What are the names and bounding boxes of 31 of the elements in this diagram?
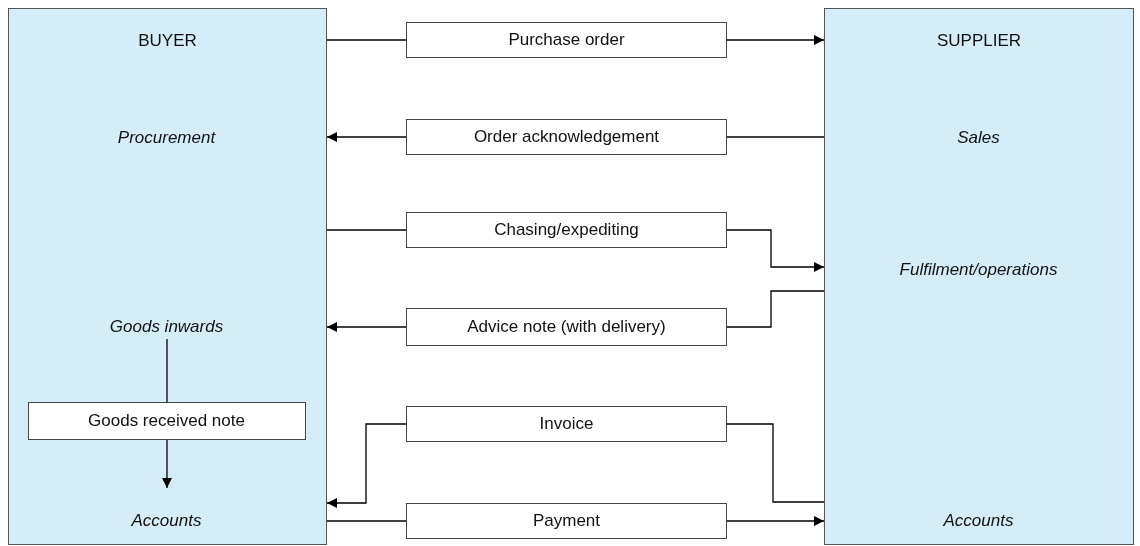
arrow	[726, 229, 825, 272]
panel-heading: SUPPLIER	[935, 31, 1023, 51]
department-label: Sales	[928, 125, 1029, 150]
arrow	[326, 423, 407, 508]
panel-heading: BUYER	[137, 31, 198, 51]
department-label: Goods inwards	[86, 314, 247, 339]
connector-line	[326, 39, 407, 41]
party-panel	[824, 8, 1134, 545]
arrow	[726, 35, 825, 45]
document-box: Goods received note	[27, 401, 306, 440]
document-box: Chasing/expediting	[406, 212, 727, 248]
arrow	[326, 322, 407, 332]
document-box: Purchase order	[406, 22, 727, 58]
connector-line	[166, 338, 168, 403]
department-label: Procurement	[91, 125, 242, 150]
document-box: Payment	[406, 503, 727, 539]
connector-line	[726, 423, 825, 503]
party-panel	[8, 8, 327, 545]
document-box: Order acknowledgement	[406, 119, 727, 155]
arrow	[726, 516, 825, 526]
connector-line	[726, 290, 825, 328]
arrow	[326, 132, 407, 142]
connector-line	[326, 229, 407, 231]
document-box: Advice note (with delivery)	[406, 308, 727, 346]
arrow	[162, 439, 172, 489]
department-label: Accounts	[923, 508, 1034, 533]
document-box: Invoice	[406, 406, 727, 442]
connector-line	[726, 136, 825, 138]
department-label: Accounts	[111, 508, 222, 533]
department-label: Fulfilment/operations	[863, 257, 1094, 282]
connector-line	[326, 520, 407, 522]
